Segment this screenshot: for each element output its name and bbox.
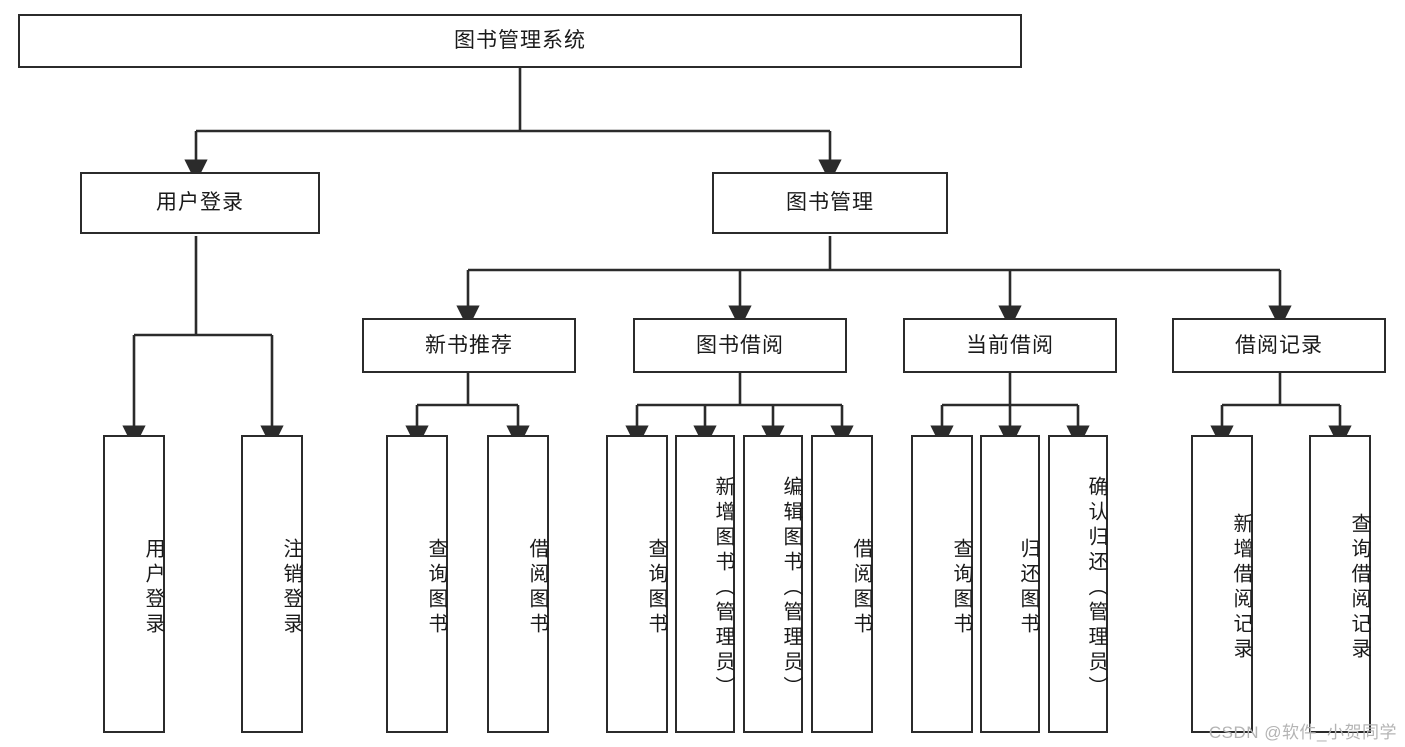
node-label: 图书借阅 bbox=[696, 333, 784, 357]
node-label: 借阅图书 bbox=[526, 538, 548, 638]
leaf-borrow-book-recommend[interactable]: 借阅图书 bbox=[487, 435, 549, 733]
leaf-user-login[interactable]: 用户登录 bbox=[103, 435, 165, 733]
leaf-borrow-book[interactable]: 借阅图书 bbox=[811, 435, 873, 733]
leaf-edit-book-admin[interactable]: 编辑图书（管理员） bbox=[743, 435, 803, 733]
leaf-query-book-current[interactable]: 查询图书 bbox=[911, 435, 973, 733]
leaf-add-book-admin[interactable]: 新增图书（管理员） bbox=[675, 435, 735, 733]
node-current-borrow[interactable]: 当前借阅 bbox=[903, 318, 1117, 373]
node-label: 借阅记录 bbox=[1235, 333, 1323, 357]
leaf-logout[interactable]: 注销登录 bbox=[241, 435, 303, 733]
node-label: 查询借阅记录 bbox=[1348, 513, 1370, 663]
node-new-book-recommend[interactable]: 新书推荐 bbox=[362, 318, 576, 373]
node-label: 图书管理 bbox=[786, 191, 874, 215]
node-book-borrow[interactable]: 图书借阅 bbox=[633, 318, 847, 373]
node-label: 确认归还（管理员） bbox=[1085, 475, 1107, 701]
node-root-system[interactable]: 图书管理系统 bbox=[18, 14, 1022, 68]
node-book-management[interactable]: 图书管理 bbox=[712, 172, 948, 234]
leaf-query-book-borrow[interactable]: 查询图书 bbox=[606, 435, 668, 733]
node-label: 查询图书 bbox=[950, 538, 972, 638]
node-label: 用户登录 bbox=[142, 538, 164, 638]
node-borrow-record[interactable]: 借阅记录 bbox=[1172, 318, 1386, 373]
node-label: 注销登录 bbox=[280, 538, 302, 638]
node-label: 编辑图书（管理员） bbox=[780, 475, 802, 701]
node-label: 图书管理系统 bbox=[454, 29, 586, 53]
node-label: 查询图书 bbox=[645, 538, 667, 638]
leaf-return-book[interactable]: 归还图书 bbox=[980, 435, 1040, 733]
node-label: 归还图书 bbox=[1017, 538, 1039, 638]
node-user-login[interactable]: 用户登录 bbox=[80, 172, 320, 234]
leaf-confirm-return-admin[interactable]: 确认归还（管理员） bbox=[1048, 435, 1108, 733]
watermark-text: CSDN @软件_小贺同学 bbox=[1208, 723, 1397, 742]
node-label: 新书推荐 bbox=[425, 333, 513, 357]
node-label: 用户登录 bbox=[156, 191, 244, 215]
node-label: 当前借阅 bbox=[966, 333, 1054, 357]
node-label: 新增借阅记录 bbox=[1230, 513, 1252, 663]
node-label: 借阅图书 bbox=[850, 538, 872, 638]
leaf-query-borrow-record[interactable]: 查询借阅记录 bbox=[1309, 435, 1371, 733]
node-label: 查询图书 bbox=[425, 538, 447, 638]
leaf-add-borrow-record[interactable]: 新增借阅记录 bbox=[1191, 435, 1253, 733]
node-label: 新增图书（管理员） bbox=[712, 475, 734, 701]
leaf-query-book-recommend[interactable]: 查询图书 bbox=[386, 435, 448, 733]
